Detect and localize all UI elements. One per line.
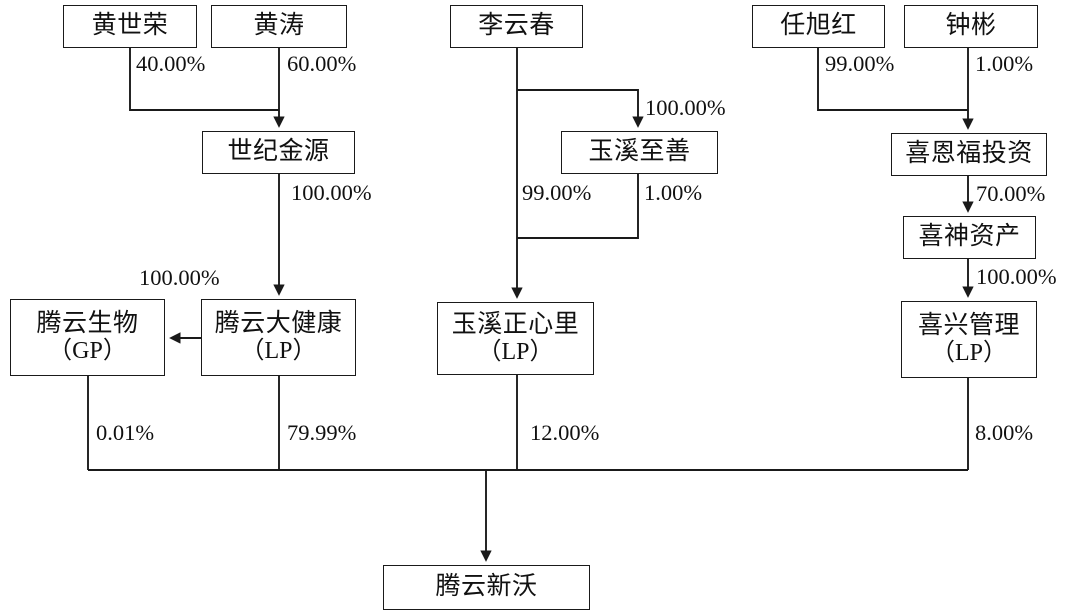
node-huangtao[interactable]: 黄涛 — [211, 5, 347, 48]
edge-label-xixingguanli-pct: 8.00% — [975, 420, 1034, 445]
node-label: 喜恩福投资 — [905, 140, 1033, 168]
node-label: 任旭红 — [780, 12, 857, 40]
node-label: 黄世荣 — [91, 12, 169, 40]
node-yuxizhengxinli-lp[interactable]: 玉溪正心里 （LP） — [437, 302, 594, 375]
node-label: 腾云新沃 — [435, 573, 538, 601]
node-sublabel: （LP） — [477, 339, 554, 366]
edge-label-huangshirong-pct: 40.00% — [136, 51, 206, 76]
node-label: 喜神资产 — [918, 223, 1021, 251]
node-yuxizhishan[interactable]: 玉溪至善 — [561, 131, 718, 174]
node-zhongbin[interactable]: 钟彬 — [904, 5, 1038, 48]
node-sublabel: （GP） — [48, 338, 127, 365]
edge-label-xienfu-xishen-pct: 70.00% — [976, 181, 1046, 206]
node-tengyunshengwu-gp[interactable]: 腾云生物 （GP） — [10, 299, 165, 376]
node-label: 腾云大健康 — [214, 309, 343, 337]
edge-label-tengyunshengwu-pct: 0.01% — [96, 420, 155, 445]
node-label: 腾云生物 — [36, 309, 139, 337]
node-label: 世纪金源 — [227, 138, 330, 166]
node-label: 玉溪至善 — [588, 138, 691, 166]
node-label: 李云春 — [478, 12, 555, 40]
node-sublabel: （LP） — [240, 338, 317, 365]
edge-label-tengyundajiankang-pct: 79.99% — [287, 420, 357, 445]
node-tengyundajiankang-lp[interactable]: 腾云大健康 （LP） — [201, 299, 356, 376]
node-tengyunxinwo[interactable]: 腾云新沃 — [383, 565, 590, 610]
edge-label-renxuhong-pct: 99.00% — [825, 51, 895, 76]
wire-liyunchun-yuxizhishan — [517, 89, 644, 128]
node-xixingguanli-lp[interactable]: 喜兴管理 （LP） — [901, 301, 1037, 378]
node-xienfutouzi[interactable]: 喜恩福投资 — [891, 133, 1047, 176]
node-renxuhong[interactable]: 任旭红 — [752, 5, 885, 48]
edge-label-tengyundajiankang-gp-pct: 100.00% — [139, 265, 220, 290]
node-liyunchun[interactable]: 李云春 — [450, 5, 583, 48]
node-label: 钟彬 — [945, 12, 997, 40]
edge-label-huangtao-pct: 60.00% — [287, 51, 357, 76]
edge-label-liyunchun-yuxizhengxinli-pct: 99.00% — [522, 180, 592, 205]
node-label: 玉溪正心里 — [451, 310, 580, 338]
node-label: 黄涛 — [253, 12, 305, 40]
node-label: 喜兴管理 — [917, 311, 1020, 339]
edge-label-shijijinyuan-pct: 100.00% — [291, 180, 372, 205]
edge-label-yuxizhengxinli-pct: 12.00% — [530, 420, 600, 445]
edge-label-zhongbin-pct: 1.00% — [975, 51, 1034, 76]
node-sublabel: （LP） — [930, 340, 1007, 367]
edge-label-yuxizhishan-yuxizhengxinli-pct: 1.00% — [644, 180, 703, 205]
node-xishenzichan[interactable]: 喜神资产 — [903, 216, 1036, 259]
edge-label-xishen-xixingguanli-pct: 100.00% — [976, 264, 1057, 289]
node-shijijinyuan[interactable]: 世纪金源 — [202, 131, 355, 174]
node-huangshirong[interactable]: 黄世荣 — [63, 5, 197, 48]
edge-label-liyunchun-yuxizhishan-pct: 100.00% — [645, 95, 726, 120]
